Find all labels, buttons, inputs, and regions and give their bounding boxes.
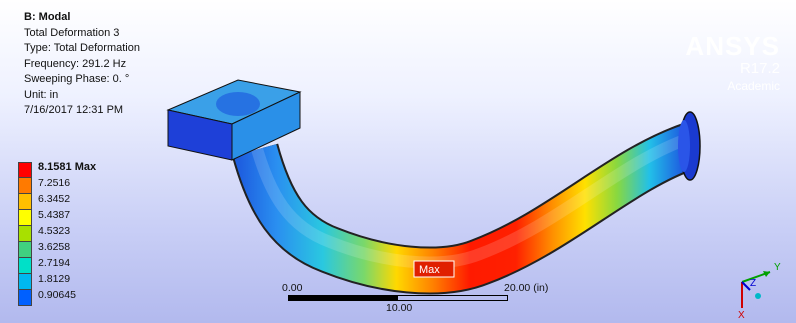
- legend-swatch: [18, 226, 32, 242]
- result-type: Type: Total Deformation: [24, 42, 140, 54]
- legend-value-label: 1.8129: [38, 273, 71, 285]
- legend-swatches: [18, 162, 32, 306]
- logo-edition: Academic: [727, 79, 780, 93]
- legend-swatch: [18, 210, 32, 226]
- legend-value-label: 2.7194: [38, 257, 71, 269]
- result-info: B: Modal Total Deformation 3 Type: Total…: [24, 10, 140, 119]
- timestamp-text: 7/16/2017 12:31 PM: [24, 104, 124, 116]
- legend-swatch: [18, 194, 32, 210]
- axis-triad[interactable]: Y Z X: [728, 256, 788, 318]
- legend-swatch: [18, 178, 32, 194]
- triad-y-label: Y: [774, 262, 781, 273]
- legend-value-label: 7.2516: [38, 177, 71, 189]
- logo-brand: ANSYS: [685, 31, 780, 61]
- legend-value-label: 3.6258: [38, 241, 71, 253]
- logo-version: R17.2: [739, 60, 780, 77]
- legend-swatch: [18, 242, 32, 258]
- max-marker-label: Max: [419, 264, 440, 276]
- frequency-text: Frequency: 291.2 Hz: [24, 57, 127, 70]
- unit-text: Unit: in: [24, 88, 59, 101]
- z-axis-line: [741, 281, 751, 291]
- scale-left-label: 0.00: [282, 282, 303, 294]
- scale-right-label: 20.00 (in): [504, 282, 549, 294]
- left-block: [166, 79, 302, 161]
- triad-ball: [755, 293, 761, 299]
- triad-z-label: Z: [750, 278, 756, 289]
- max-marker: [413, 260, 455, 278]
- legend-value-label: 5.4387: [38, 209, 71, 221]
- phase-text: Sweeping Phase: 0. °: [24, 73, 130, 85]
- legend-value-label: 0.90645: [38, 289, 76, 301]
- scale-ruler: 0.00 20.00 (in) 10.00: [282, 282, 548, 316]
- triad-x-label: X: [738, 310, 745, 318]
- result-name: Total Deformation 3: [24, 26, 120, 39]
- ansys-logo: ANSYS R17.2 Academic: [685, 32, 780, 94]
- legend-swatch: [18, 274, 32, 290]
- legend-swatch: [18, 290, 32, 306]
- legend-max-label: 8.1581 Max: [38, 161, 97, 173]
- legend-value-label: 6.3452: [38, 193, 71, 205]
- legend-swatch: [18, 258, 32, 274]
- scale-bar: [288, 295, 508, 301]
- legend-value-label: 4.5323: [38, 225, 71, 237]
- legend-swatch: [18, 162, 32, 178]
- scale-mid-label: 10.00: [386, 302, 413, 314]
- analysis-title: B: Modal: [24, 11, 71, 23]
